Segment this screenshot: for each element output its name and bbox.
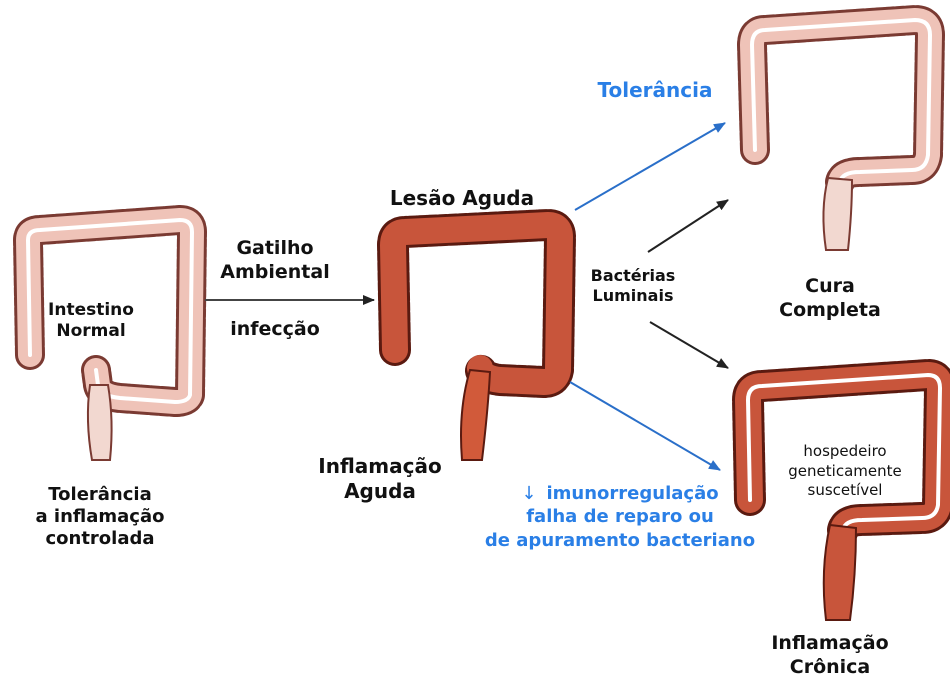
acute-colon-icon [393,225,560,460]
trigger-infection-label: infecção [210,318,340,341]
normal-caption: Tolerância a inflamação controlada [10,484,190,550]
host-label: hospedeiro geneticamente suscetível [770,442,920,501]
bacteria-line2: Luminais [578,286,688,306]
host-line3: suscetível [770,481,920,501]
normal-colon-label: Intestino Normal [46,300,136,341]
cure-line1: Cura [770,275,890,299]
immuno-line3: de apuramento bacteriano [470,529,770,552]
bacteria-label: Bactérias Luminais [578,266,688,305]
host-line2: geneticamente [770,462,920,482]
bacteria-cure-arrow-icon [648,200,728,252]
immuno-line2: falha de reparo ou [470,505,770,528]
trigger-line1: Gatilho [210,237,340,261]
down-arrow-icon: ↓ [521,483,536,504]
immuno-line1-text: imunorregulação [547,483,719,504]
bacteria-chronic-arrow-icon [650,322,728,368]
chronic-line1: Inflamação [760,632,900,656]
cure-label: Cura Completa [770,275,890,323]
trigger-label: Gatilho Ambiental [210,237,340,285]
normal-caption-line2: a inflamação [10,506,190,528]
acute-caption: Inflamação Aguda [300,454,460,504]
immuno-arrow-icon [570,382,720,470]
trigger-line2: Ambiental [210,261,340,285]
immuno-line1: ↓ imunorregulação [470,482,770,505]
tolerance-arrow-icon [575,123,725,210]
normal-caption-line1: Tolerância [10,484,190,506]
bacteria-line1: Bactérias [578,266,688,286]
normal-caption-line3: controlada [10,528,190,550]
cured-colon-icon [752,20,930,250]
host-line1: hospedeiro [770,442,920,462]
tolerance-label: Tolerância [580,78,730,102]
immuno-label: ↓ imunorregulação falha de reparo ou de a… [470,482,770,552]
acute-title: Lesão Aguda [372,186,552,210]
cure-line2: Completa [770,299,890,323]
normal-colon-line2: Normal [46,321,136,342]
acute-caption-line1: Inflamação [300,454,460,479]
acute-caption-line2: Aguda [300,479,460,504]
chronic-line2: Crônica [760,656,900,680]
chronic-label: Inflamação Crônica [760,632,900,680]
normal-colon-line1: Intestino [46,300,136,321]
